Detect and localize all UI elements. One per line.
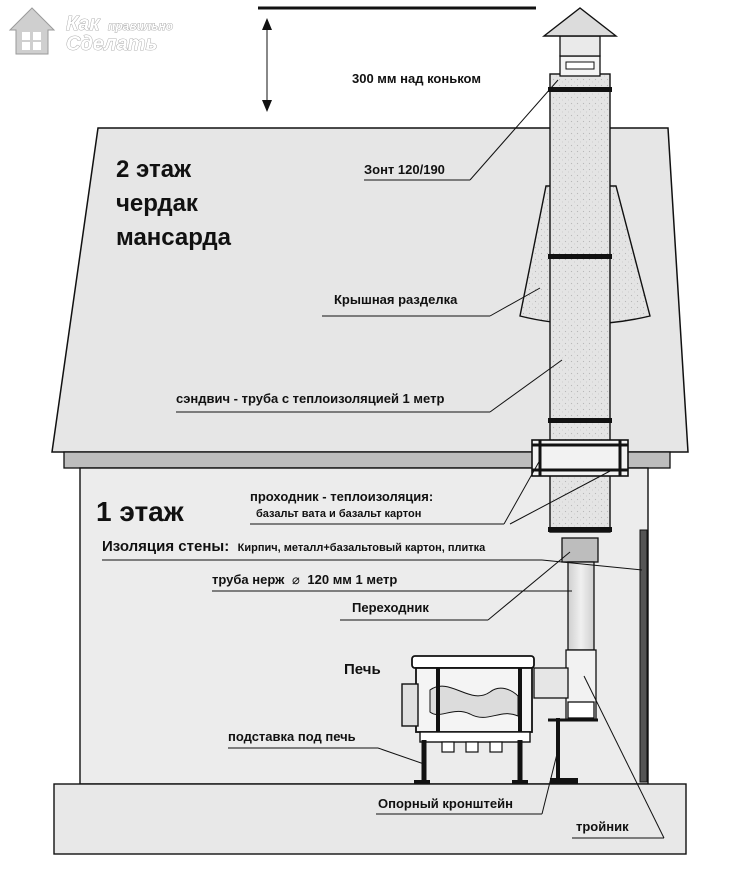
leader-line xyxy=(377,747,425,765)
stove xyxy=(401,655,535,753)
site-logo: Как правильно Сделать xyxy=(8,7,173,55)
leader-line xyxy=(509,469,613,525)
diameter-icon: ⌀ xyxy=(292,572,300,587)
arrow-up-icon xyxy=(262,18,272,30)
ridge-dimension: 300 мм над коньком xyxy=(258,6,536,112)
wall-insulation-title: Изоляция стены: xyxy=(102,538,229,555)
pipe-clamp xyxy=(548,87,612,92)
wall-insulation-strip xyxy=(639,529,648,783)
leader-line xyxy=(541,749,559,815)
leader-line xyxy=(487,551,571,621)
tee-label: тройник xyxy=(576,819,629,834)
leader-line xyxy=(583,675,665,839)
second-floor-line-2: чердак xyxy=(116,190,199,217)
pipe-clamp xyxy=(548,254,612,259)
steel-pipe-size: 120 мм 1 метр xyxy=(307,572,397,587)
stove-stand xyxy=(414,740,528,784)
wall-insulation-body: Кирпич, металл+базальтовый картон, плитк… xyxy=(238,542,487,554)
second-floor-label: 2 этаж чердак мансарда xyxy=(116,156,232,251)
house-logo-icon xyxy=(8,7,56,55)
steel-pipe-label: труба нерж ⌀ 120 мм 1 метр xyxy=(212,572,397,587)
logo-text-pravilno: правильно xyxy=(108,19,173,33)
pipe-clamp xyxy=(548,527,612,532)
wall-insulation-label: Изоляция стены: Кирпич, металл+базальтов… xyxy=(102,538,486,555)
pipe-tee xyxy=(533,649,597,721)
stove-label: Печь xyxy=(344,661,381,678)
pipe-adapter xyxy=(561,537,599,563)
roof-cut-label: Крышная разделка xyxy=(334,292,458,307)
steel-pipe-text: труба нерж xyxy=(212,572,285,587)
arrow-down-icon xyxy=(262,100,272,112)
sandwich-pipe-label: сэндвич - труба с теплоизоляцией 1 метр xyxy=(176,391,444,406)
stainless-pipe xyxy=(567,561,595,651)
roof xyxy=(51,127,689,453)
ceiling-pass-through xyxy=(531,439,629,477)
logo-text-kak: Как xyxy=(66,13,100,35)
umbrella-label: Зонт 120/190 xyxy=(364,162,445,177)
logo-text-sdelat: Сделать xyxy=(66,33,157,55)
stove-stand-label: подставка под печь xyxy=(228,729,356,744)
passage-label: проходник - теплоизоляция: xyxy=(250,489,433,504)
pipe-clamp xyxy=(548,418,612,423)
foundation xyxy=(53,783,687,855)
leader-line xyxy=(489,359,563,413)
ridge-height-label: 300 мм над коньком xyxy=(352,71,481,86)
sandwich-pipe-clamps xyxy=(548,87,612,532)
chimney-umbrella xyxy=(541,7,619,77)
support-bracket-label: Опорный кронштейн xyxy=(378,796,513,811)
passage-sub-label: базальт вата и базальт картон xyxy=(256,508,421,520)
second-floor-line-3: мансарда xyxy=(116,224,232,251)
leader-line xyxy=(469,79,559,181)
second-floor-line-1: 2 этаж xyxy=(116,156,192,183)
adapter-label: Переходник xyxy=(352,600,429,615)
leader-line xyxy=(503,459,541,525)
first-floor-label: 1 этаж xyxy=(96,496,185,527)
leader-line xyxy=(489,287,541,317)
